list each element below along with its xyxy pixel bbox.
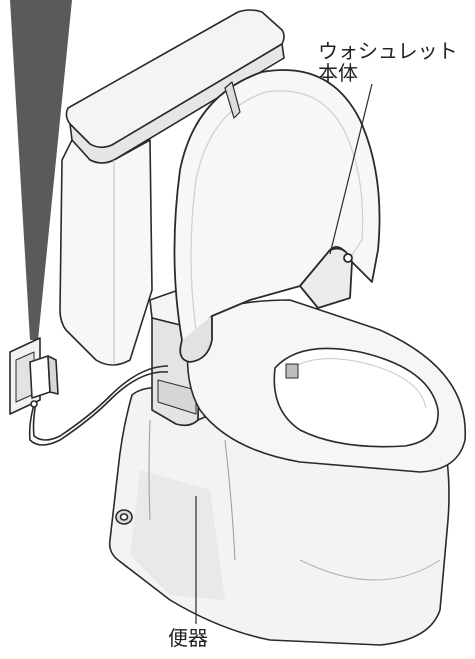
label-washlet-body-line1: ウォシュレット [318,40,458,62]
label-toilet-bowl: 便器 [168,627,208,649]
label-washlet-body-line2: 本体 [318,62,358,84]
